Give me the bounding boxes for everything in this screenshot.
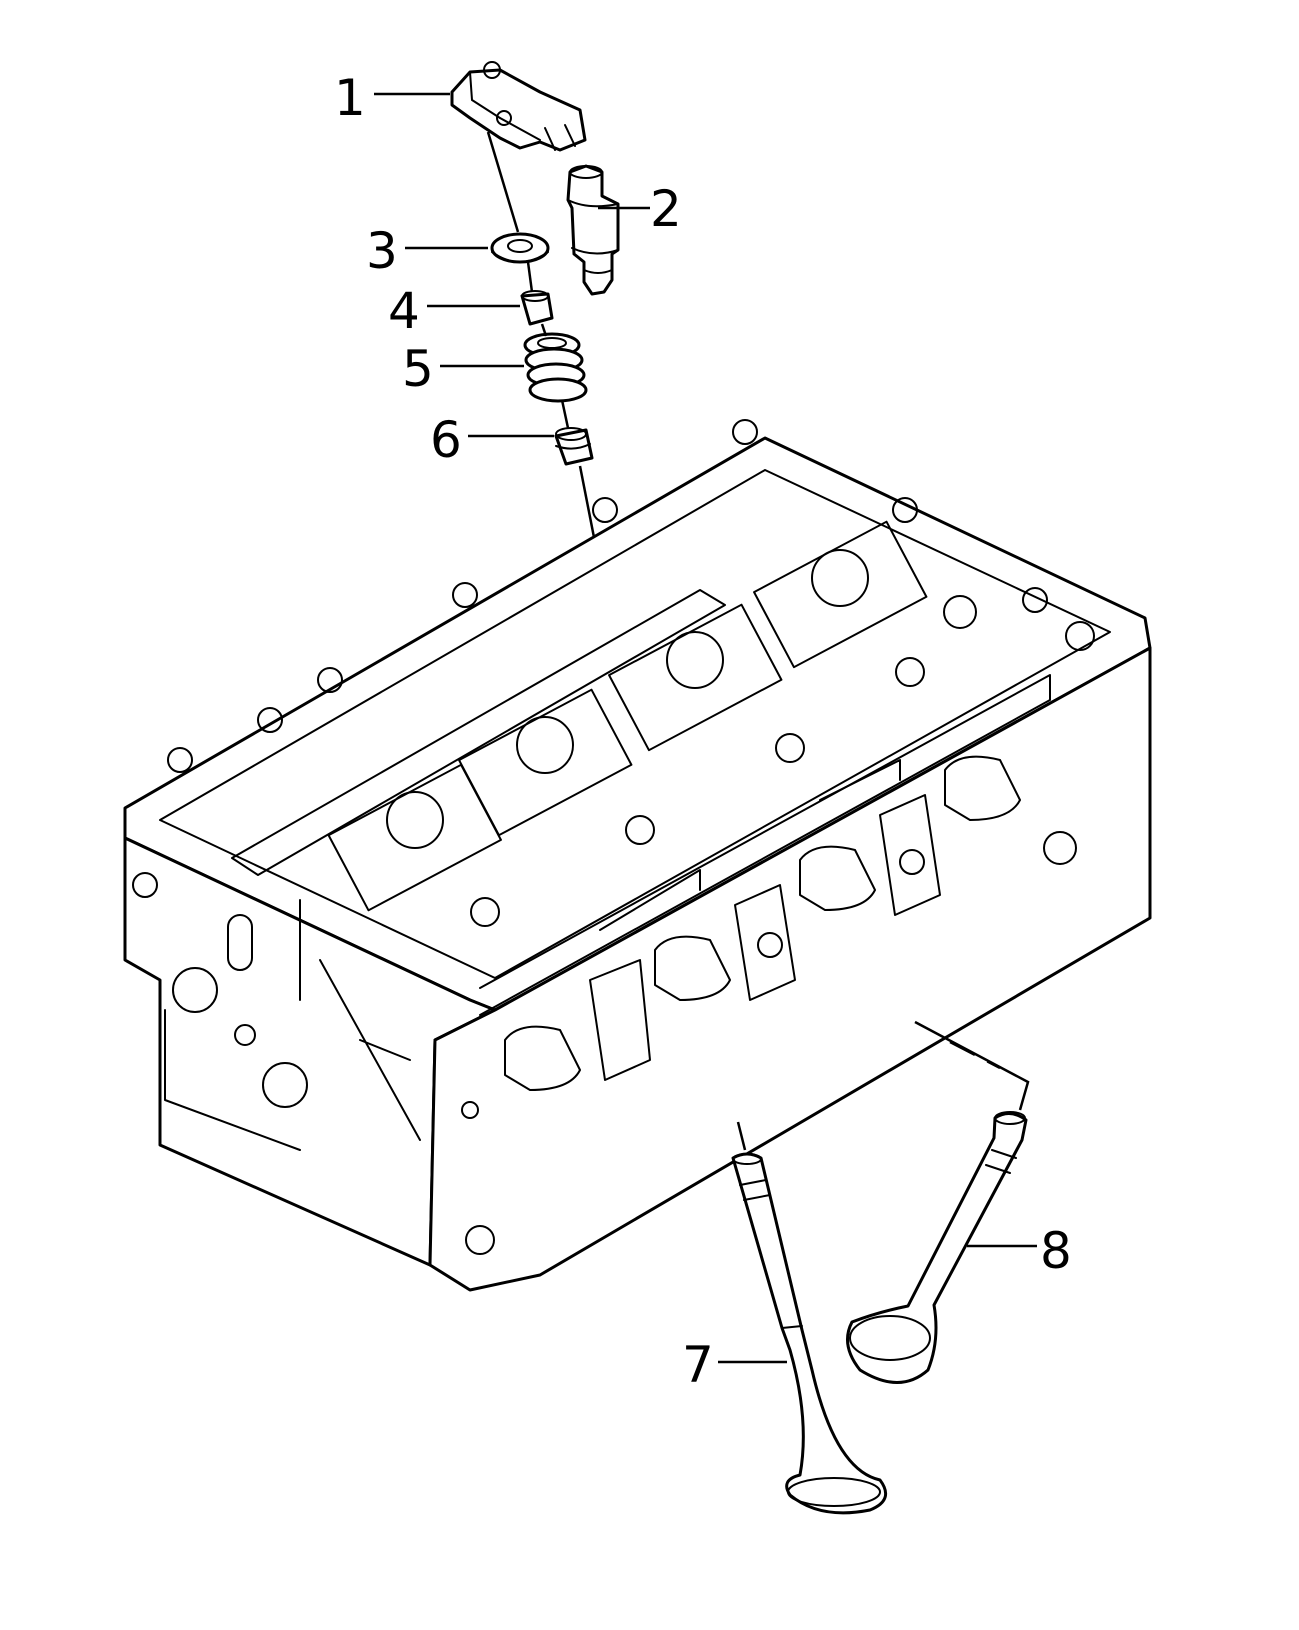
exhaust-valve [846, 1111, 1028, 1384]
intake-valve [731, 1152, 888, 1515]
callout-1: 1 [334, 69, 366, 127]
cylinder-head [123, 419, 1152, 1292]
valve-stem-seal [554, 427, 594, 466]
front-face-details [132, 872, 421, 1151]
callout-2: 2 [650, 180, 682, 238]
rocker-arm [450, 61, 587, 152]
valve-collet [520, 290, 554, 326]
callout-4: 4 [388, 282, 420, 340]
callout-8: 8 [1040, 1222, 1072, 1280]
valve-spring [523, 332, 588, 403]
callout-5: 5 [402, 340, 434, 398]
exhaust-ports [461, 755, 1077, 1255]
callout-leaders [374, 92, 1037, 1364]
spring-retainer [490, 232, 550, 264]
bolt-bosses [167, 419, 1095, 927]
callout-6: 6 [430, 411, 462, 469]
callout-7: 7 [682, 1336, 714, 1394]
callout-3: 3 [366, 222, 398, 280]
cam-bearing-bores [327, 520, 928, 912]
lash-adjuster [566, 164, 620, 296]
